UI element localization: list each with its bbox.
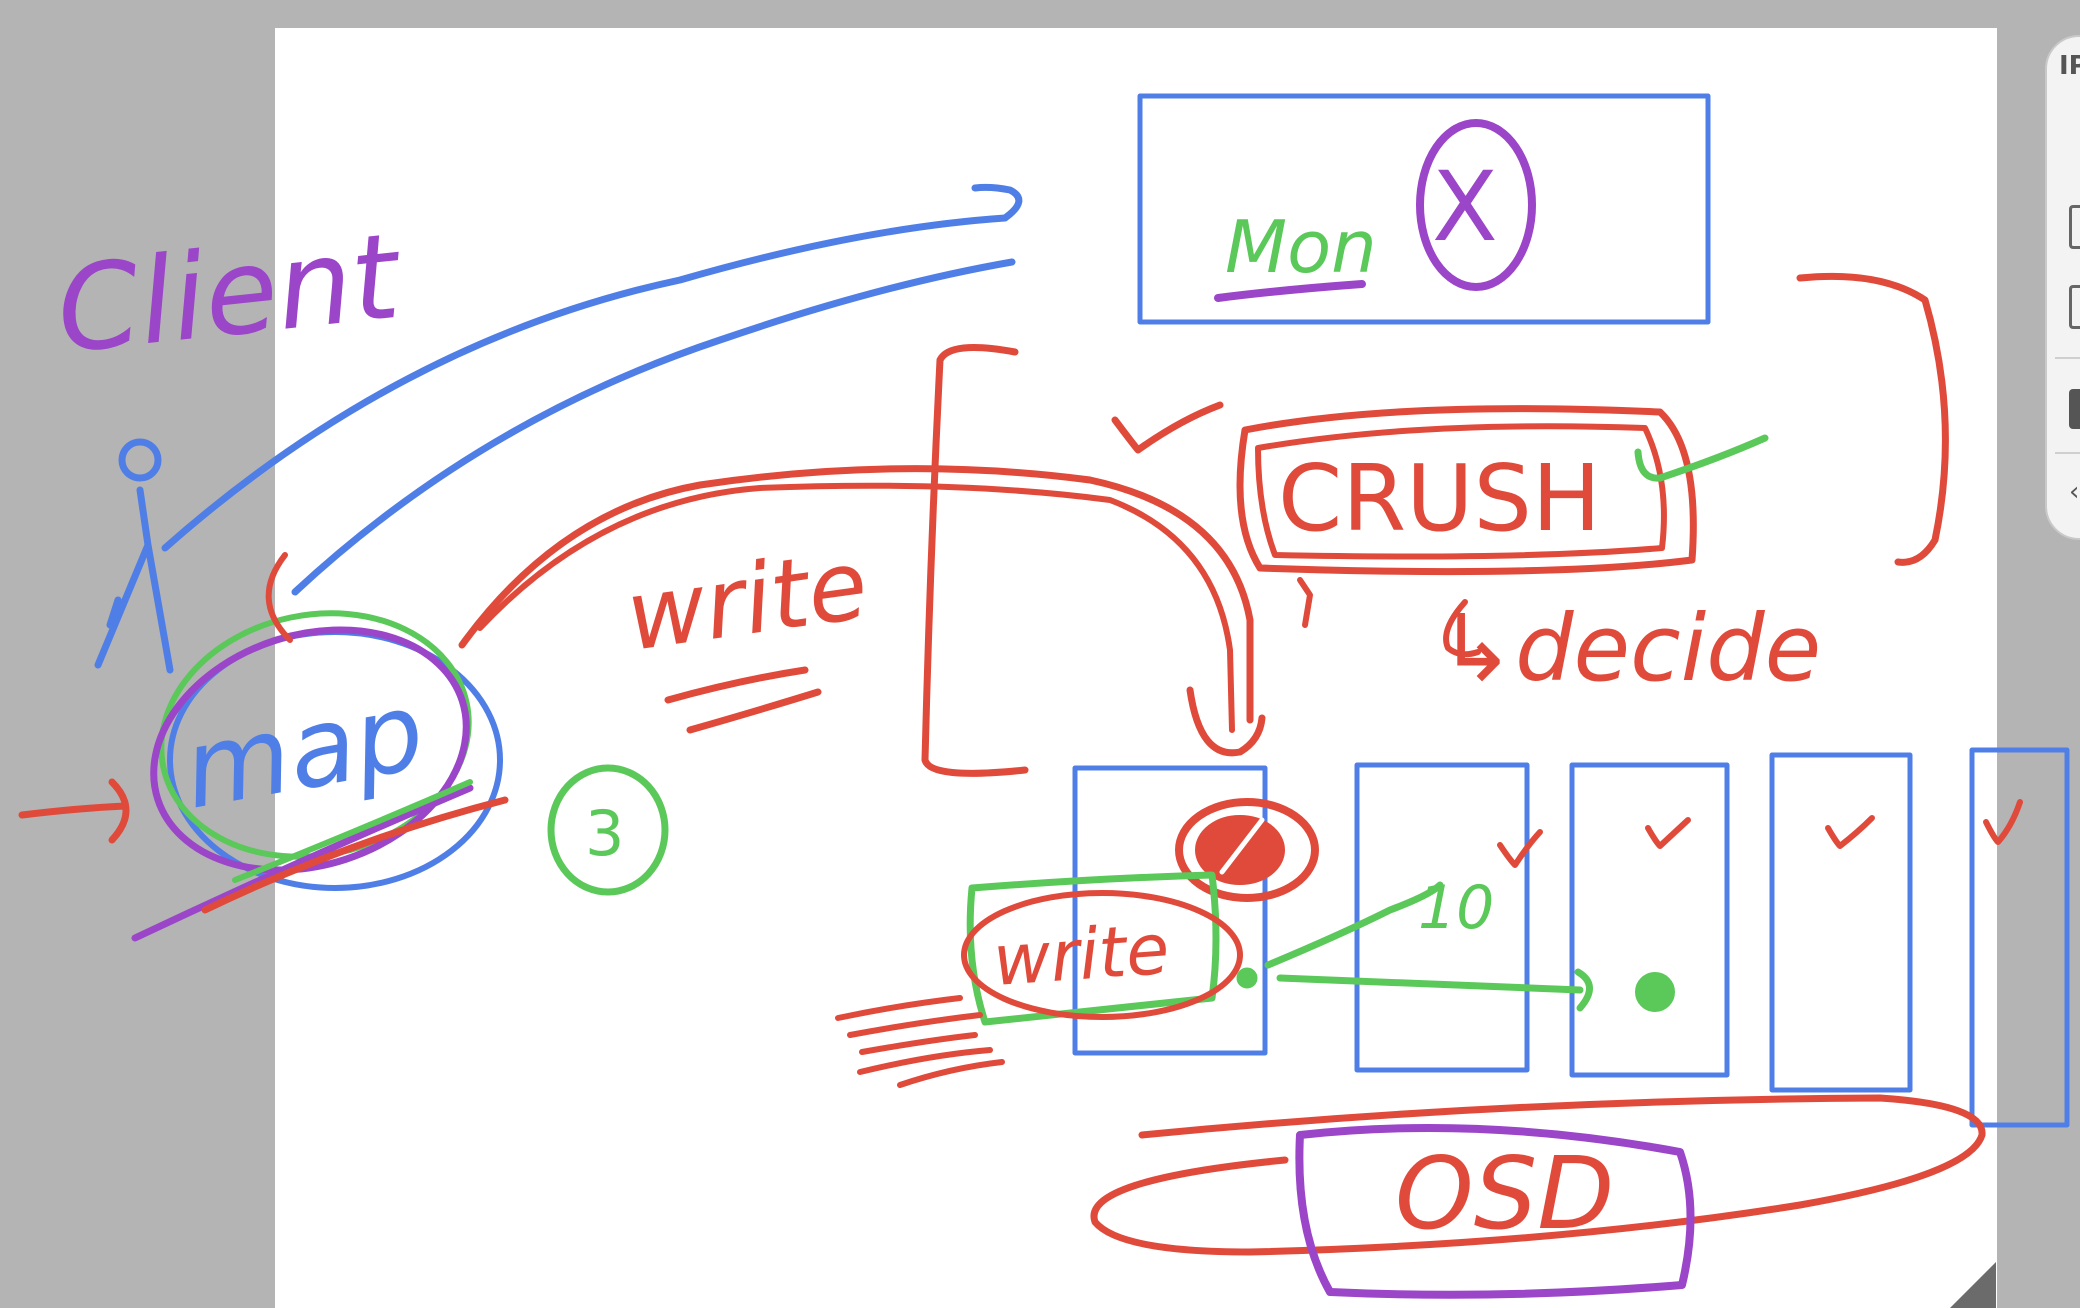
osd-box-1 — [1072, 765, 1268, 1056]
panel-back-arrow-icon[interactable]: ‹ — [2069, 477, 2080, 507]
panel-divider — [2055, 452, 2080, 454]
mon-box — [1137, 93, 1711, 325]
client-stick-head — [118, 438, 162, 482]
crush-box-inner — [1255, 423, 1667, 560]
decide-hook — [1443, 599, 1481, 658]
decide-label: ↳decide — [1438, 595, 1821, 702]
osd-write-red-ellipse — [961, 890, 1243, 1020]
panel-checkbox-2[interactable] — [2069, 285, 2080, 329]
replica-line-top — [1264, 881, 1444, 969]
crush-label: CRUSH — [1278, 445, 1601, 552]
osd-write-lines-1 — [835, 995, 983, 1055]
write-underline-2 — [686, 688, 822, 734]
map-strike-purple — [131, 784, 474, 942]
crush-green-check — [1634, 434, 1769, 482]
replica-target-dot — [1635, 972, 1675, 1012]
osd-check-2 — [1497, 829, 1543, 868]
osd-check-5 — [1983, 799, 2023, 845]
osd-primary-dot-slash — [1219, 817, 1265, 875]
replica-arrowhead — [1574, 968, 1593, 1012]
osd-box-4 — [1769, 752, 1913, 1093]
crush-bracket-right — [1796, 272, 1949, 566]
map-strike-green — [232, 779, 473, 883]
input-arrow — [18, 778, 130, 844]
osd-label-box — [1295, 1123, 1695, 1299]
client-to-mon-line-2 — [291, 258, 1016, 596]
page-curl-corner[interactable] — [1950, 1262, 1996, 1308]
replica-line-bottom — [1276, 974, 1584, 994]
client-stick-body — [94, 486, 174, 674]
client-to-mon-line-1 — [161, 183, 1023, 552]
osd-label: OSD — [1395, 1135, 1614, 1252]
crush-check — [1111, 401, 1224, 454]
mon-label: Mon — [1225, 205, 1377, 289]
osd-primary-dot-ring — [1175, 798, 1319, 902]
client-label: Client — [51, 207, 409, 380]
osd-write-lines-2 — [857, 1047, 1005, 1088]
panel-label: IP — [2059, 51, 2080, 81]
panel-divider — [2055, 357, 2080, 359]
crush-tick-left — [1297, 577, 1313, 628]
map-paren — [265, 552, 293, 643]
map-strike-red — [201, 796, 509, 914]
tool-side-panel[interactable]: IP ‹ — [2045, 35, 2080, 540]
osd-box-5 — [1969, 747, 2070, 1128]
crush-bracket-left — [921, 344, 1029, 777]
write-underline-1 — [664, 666, 809, 704]
write-arc-head — [1186, 686, 1266, 757]
panel-checkbox-1[interactable] — [2069, 205, 2080, 249]
mon-underline — [1214, 280, 1366, 302]
three-circle — [547, 764, 669, 896]
write-label: write — [620, 528, 875, 673]
mon-x-circle — [1416, 119, 1536, 291]
map-label: map — [175, 669, 433, 834]
crush-box-outer — [1236, 405, 1697, 576]
three-label: 3 — [585, 797, 624, 870]
mon-x-label: X — [1432, 151, 1498, 263]
map-purple-circle — [150, 626, 470, 874]
write-arc-2 — [477, 482, 1235, 733]
osd-box-2 — [1354, 762, 1530, 1073]
osd-check-3 — [1645, 817, 1691, 849]
panel-color-swatch[interactable] — [2069, 389, 2080, 429]
osd-group-ellipse — [1090, 1094, 1986, 1256]
osd-write-label: write — [990, 908, 1171, 1002]
write-arc — [458, 465, 1254, 724]
osd-write-green-box — [966, 871, 1220, 1026]
replica-count-label: 10 — [1418, 873, 1494, 943]
replica-source-dot — [1236, 967, 1258, 989]
osd-check-4 — [1825, 815, 1875, 849]
osd-box-3 — [1569, 762, 1730, 1078]
